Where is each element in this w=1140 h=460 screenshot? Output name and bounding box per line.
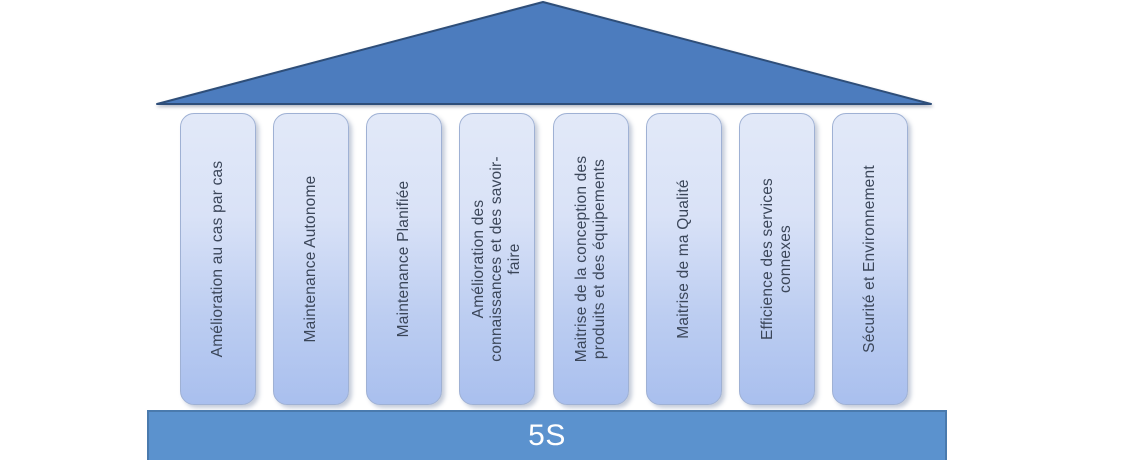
pillar-amelioration-au-cas-par-cas: Amélioration au cas par cas: [180, 113, 256, 405]
pillar-label: Amélioration au cas par cas: [209, 160, 227, 358]
pillar-label: Maitrise de la conception des produits e…: [572, 155, 608, 363]
pillar-label: Maintenance Planifiée: [395, 180, 413, 338]
pillar-label: Amélioration des connaissances et des sa…: [470, 156, 524, 362]
roof: [156, 1, 932, 105]
roof-triangle: [156, 1, 932, 105]
pillar-maintenance-autonome: Maintenance Autonome: [273, 113, 350, 405]
pillar-label: Maitrise de ma Qualité: [674, 179, 692, 339]
pillar-amelioration-des-connaissances: Amélioration des connaissances et des sa…: [459, 113, 536, 405]
pillar-label: Sécurité et Environnement: [861, 165, 879, 353]
pillar-label: Efficience des services connexes: [759, 178, 794, 340]
pillar-securite-et-environnement: Sécurité et Environnement: [831, 113, 908, 405]
pillar-maitrise-conception-produits-equipements: Maitrise de la conception des produits e…: [552, 113, 629, 405]
pillar-maitrise-de-ma-qualite: Maitrise de ma Qualité: [645, 113, 722, 405]
pillars-row: Amélioration au cas par cas Maintenance …: [180, 113, 908, 405]
pillar-efficience-services-connexes: Efficience des services connexes: [738, 113, 815, 405]
base-bar-5s: 5S: [147, 410, 947, 460]
base-label: 5S: [528, 419, 566, 452]
pillar-label: Maintenance Autonome: [302, 175, 320, 343]
pillar-maintenance-planifiee: Maintenance Planifiée: [366, 113, 443, 405]
